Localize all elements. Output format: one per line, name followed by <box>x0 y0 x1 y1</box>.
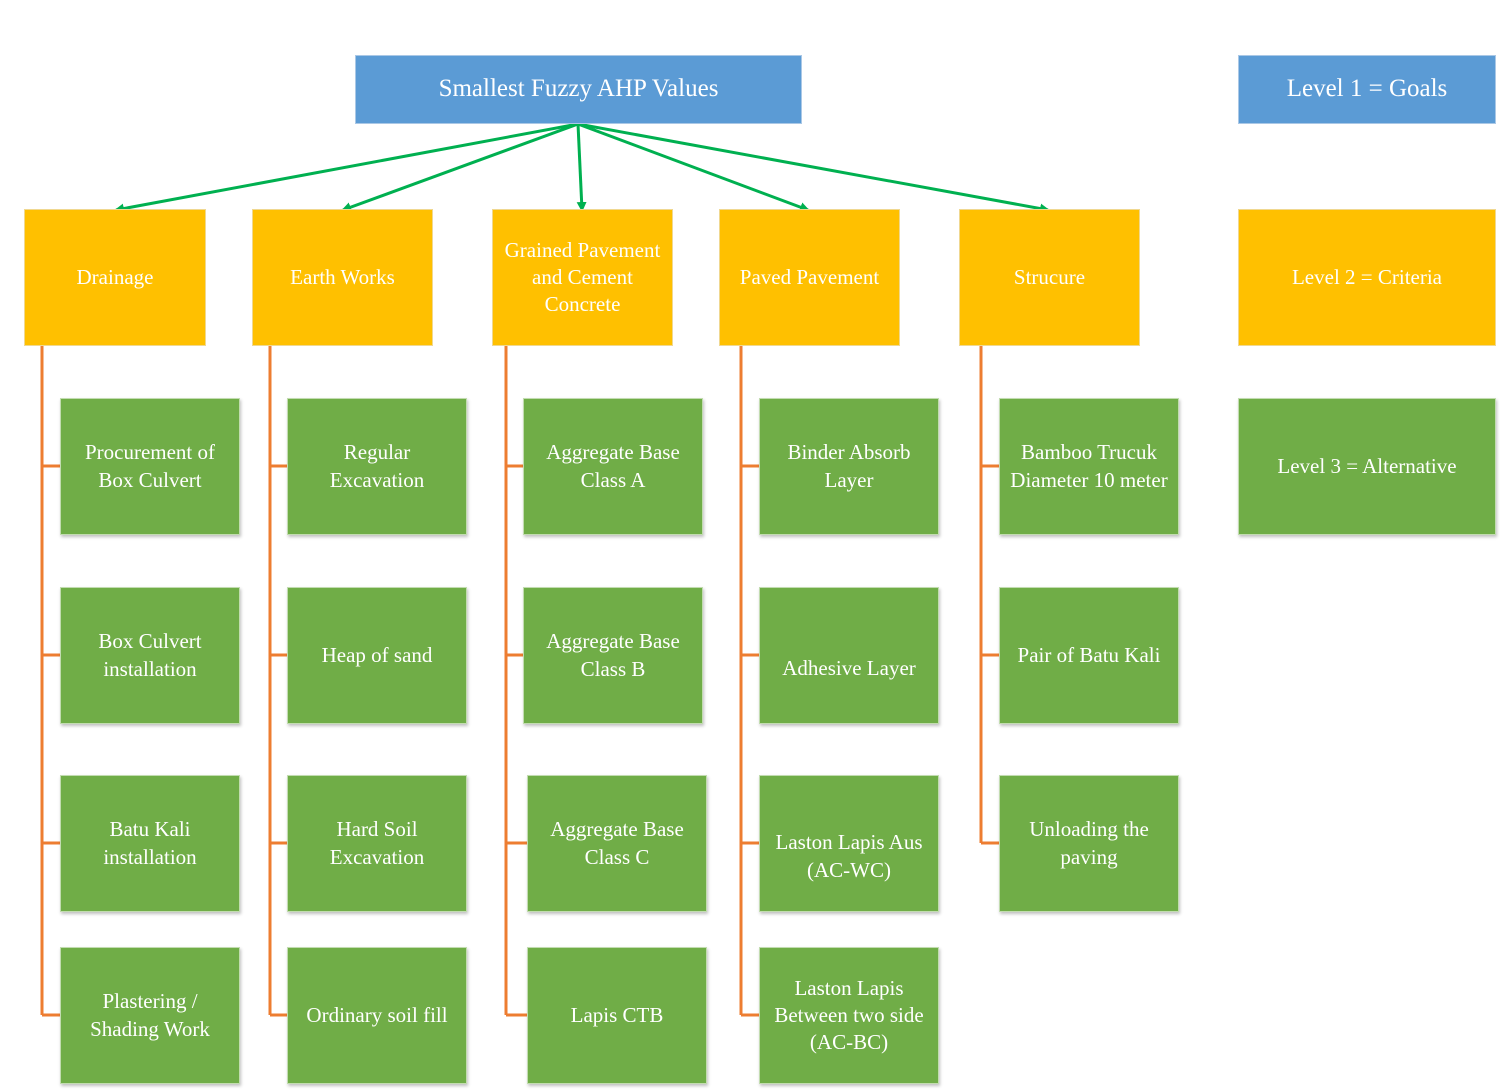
criteria-strucure: Strucure <box>959 209 1140 346</box>
legend-level3: Level 3 = Alternative <box>1238 398 1496 535</box>
alternative-adhesive-layer: Adhesive Layer <box>759 587 939 724</box>
alternative-plastering-shading-work: Plastering / Shading Work <box>60 947 240 1084</box>
alternative-pair-of-batu-kali: Pair of Batu Kali <box>999 587 1179 724</box>
alternative-unloading-the-paving: Unloading the paving <box>999 775 1179 912</box>
alternative-binder-absorb-layer: Binder Absorb Layer <box>759 398 939 535</box>
alternative-regular-excavation: Regular Excavation <box>287 398 467 535</box>
criteria-drainage: Drainage <box>24 209 206 346</box>
legend-level1: Level 1 = Goals <box>1238 55 1496 124</box>
alternative-batu-kali-installation: Batu Kali installation <box>60 775 240 912</box>
alternative-box-culvert-installation: Box Culvert installation <box>60 587 240 724</box>
alternative-bamboo-trucuk: Bamboo Trucuk Diameter 10 meter <box>999 398 1179 535</box>
alternative-heap-of-sand: Heap of sand <box>287 587 467 724</box>
goal-arrow-drainage <box>114 122 579 214</box>
goal-arrow-grained-pavement <box>576 123 587 212</box>
criteria-paved-pavement: Paved Pavement <box>719 209 900 346</box>
goal-node: Smallest Fuzzy AHP Values <box>355 55 802 124</box>
alternative-hard-soil-excavation: Hard Soil Excavation <box>287 775 467 912</box>
alternative-aggregate-base-class-b: Aggregate Base Class B <box>523 587 703 724</box>
criteria-earth-works: Earth Works <box>252 209 433 346</box>
alternative-laston-lapis-between: Laston Lapis Between two side (AC-BC) <box>759 947 939 1084</box>
criteria-grained-pavement: Grained Pavement and Cement Concrete <box>492 209 673 346</box>
alternative-aggregate-base-class-c: Aggregate Base Class C <box>527 775 707 912</box>
goal-arrow-paved-pavement <box>577 122 810 212</box>
alternative-laston-lapis-aus: Laston Lapis Aus (AC-WC) <box>759 775 939 912</box>
goal-arrow-earth-works <box>341 122 579 212</box>
legend-level2: Level 2 = Criteria <box>1238 209 1496 346</box>
alternative-procurement-of-box-culvert: Procurement of Box Culvert <box>60 398 240 535</box>
goal-arrow-strucure <box>577 122 1050 214</box>
alternative-aggregate-base-class-a: Aggregate Base Class A <box>523 398 703 535</box>
alternative-lapis-ctb: Lapis CTB <box>527 947 707 1084</box>
alternative-ordinary-soil-fill: Ordinary soil fill <box>287 947 467 1084</box>
